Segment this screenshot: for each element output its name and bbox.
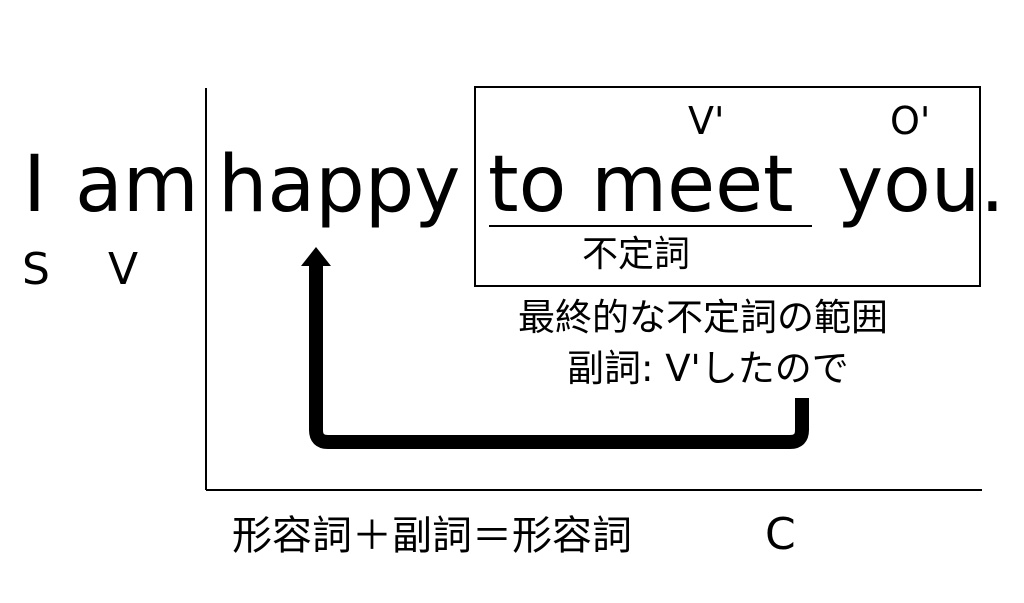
modifier-arrow xyxy=(309,262,809,449)
label-infinitive: 不定詞 xyxy=(582,234,690,275)
role-c: C xyxy=(765,509,796,560)
word-am: am xyxy=(75,140,199,230)
word-happy: happy xyxy=(218,140,460,230)
word-you: you xyxy=(837,140,980,230)
role-v: V xyxy=(108,244,138,295)
label-scope-note: 最終的な不定詞の範囲 xyxy=(518,296,888,339)
arrow-head xyxy=(301,247,331,266)
role-o-prime: O' xyxy=(890,99,930,143)
sentence-period: . xyxy=(980,140,1005,230)
word-to-meet: to meet xyxy=(488,140,794,230)
label-formula: 形容詞＋副詞＝形容詞 xyxy=(232,513,632,559)
word-i: I xyxy=(23,140,46,230)
infinitive-scope-box xyxy=(474,86,981,287)
role-v-prime: V' xyxy=(688,99,724,143)
role-s: S xyxy=(22,244,50,295)
label-adverb-note: 副詞: V'したので xyxy=(567,347,849,390)
